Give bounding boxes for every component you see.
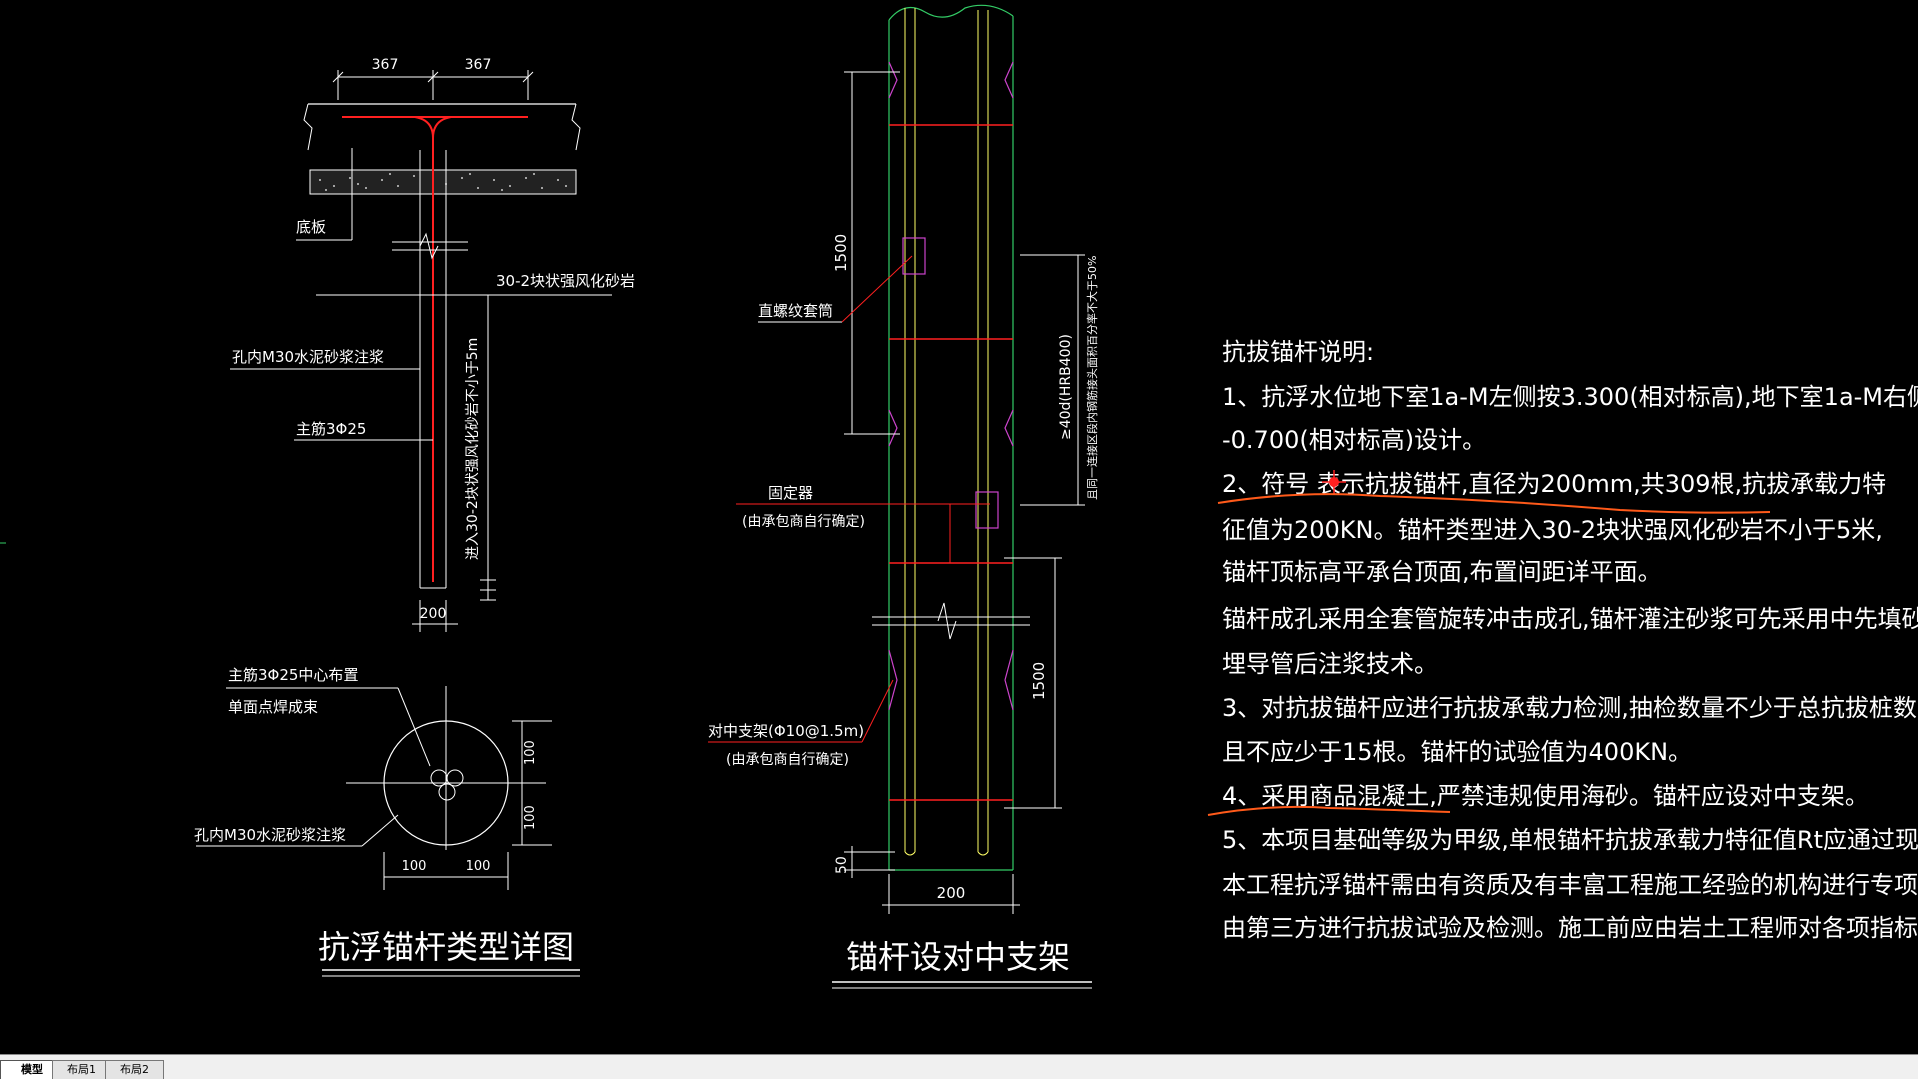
anchor-type-detail: 367 367 底板 xyxy=(194,57,635,977)
dim-200: 200 xyxy=(937,884,966,902)
notes-line-4: 征值为200KN。锚杆类型进入30-2块状强风化砂岩不小于5米, xyxy=(1222,516,1883,544)
markup-underline-2 xyxy=(1207,805,1451,816)
label-grout-section: 孔内M30水泥砂浆注浆 xyxy=(194,826,346,844)
title-centralizer-detail: 锚杆设对中支架 xyxy=(846,938,1070,976)
notes-line-6: 锚杆成孔采用全套管旋转冲击成孔,锚杆灌注砂浆可先采用中先填砂,预 xyxy=(1222,605,1918,633)
tab-layout-2[interactable]: 布局2 xyxy=(105,1060,164,1079)
dim-top-left: 367 xyxy=(372,57,399,73)
dim-top-right: 367 xyxy=(465,57,492,73)
dim-width-200: 200 xyxy=(420,606,447,622)
label-bar-center: 主筋3Φ25中心布置 xyxy=(228,666,358,684)
drawing-canvas[interactable]: 367 367 底板 xyxy=(0,0,1918,1054)
notes-line-11: 5、本项目基础等级为甲级,单根锚杆抗拔承载力特征值Rt应通过现场抗拔试验确定。 xyxy=(1222,826,1918,854)
dim-b1: 100 xyxy=(402,859,427,874)
notes-line-12: 本工程抗浮锚杆需由有资质及有丰富工程施工经验的机构进行专项施工并按相关规定 xyxy=(1222,871,1918,899)
tab-layout-1[interactable]: 布局1 xyxy=(52,1060,111,1079)
notes-line-2: -0.700(相对标高)设计。 xyxy=(1222,426,1486,454)
tab-model[interactable]: 模型 xyxy=(0,1060,58,1079)
label-embed: 进入30-2块状强风化砂岩不小于5m xyxy=(465,338,481,560)
label-grout-hole: 孔内M30水泥砂浆注浆 xyxy=(232,348,384,366)
notes-line-5: 锚杆顶标高平承台顶面,布置间距详平面。 xyxy=(1222,558,1662,586)
label-centralizer-note: (由承包商自行确定) xyxy=(726,752,849,768)
label-weld: 单面点焊成束 xyxy=(228,698,318,716)
label-centralizer: 对中支架(Φ10@1.5m) xyxy=(708,722,864,740)
label-lap: ≥40d(HRB400) xyxy=(1058,334,1074,440)
notes-line-10: 4、采用商品混凝土,严禁违规使用海砂。锚杆应设对中支架。 xyxy=(1222,782,1869,810)
notes-line-7: 埋导管后注浆技术。 xyxy=(1222,650,1438,678)
dim-b2: 100 xyxy=(466,859,491,874)
label-coupler: 直螺纹套筒 xyxy=(758,302,833,320)
label-fixer-note: (由承包商自行确定) xyxy=(742,514,865,530)
markup-underline-1 xyxy=(1217,493,1771,514)
centralizer-detail: 1500 1500 ≥40d(HRB400) 且同一连接区段内钢筋接头面积百分率… xyxy=(708,4,1099,989)
label-rock: 30-2块状强风化砂岩 xyxy=(496,272,635,290)
notes-line-8: 3、对抗拔锚杆应进行抗拔承载力检测,抽检数量不少于总抗拔桩数的5%, xyxy=(1222,694,1918,722)
notes-heading: 抗拔锚杆说明: xyxy=(1222,338,1374,366)
coupler-box xyxy=(902,237,926,275)
notes-line-1: 1、抗浮水位地下室1a-M左侧按3.300(相对标高),地下室1a-M右侧按 xyxy=(1222,383,1918,411)
title-anchor-type-detail: 抗浮锚杆类型详图 xyxy=(318,928,574,966)
dim-1500-bottom: 1500 xyxy=(1030,662,1048,700)
label-base-slab: 底板 xyxy=(296,218,326,236)
dim-r2: 100 xyxy=(523,805,538,830)
label-lap-note: 且同一连接区段内钢筋接头面积百分率不大于50% xyxy=(1085,256,1099,500)
label-fixer: 固定器 xyxy=(768,484,813,502)
dim-1500-top: 1500 xyxy=(832,234,850,272)
design-notes: 抗拔锚杆说明: 1、抗浮水位地下室1a-M左侧按3.300(相对标高),地下室1… xyxy=(1207,338,1918,942)
layout-tab-bar: 模型 布局1 布局2 xyxy=(0,1054,1918,1079)
notes-line-9: 且不应少于15根。锚杆的试验值为400KN。 xyxy=(1222,738,1692,766)
fixer-box xyxy=(975,491,999,529)
dim-50: 50 xyxy=(834,856,850,874)
cushion-hatch xyxy=(319,173,567,191)
anchor-symbol-icon xyxy=(1322,470,1346,494)
label-main-bar: 主筋3Φ25 xyxy=(296,420,366,438)
dim-r1: 100 xyxy=(523,740,538,765)
notes-line-13: 由第三方进行抗拔试验及检测。施工前应由岩土工程师对各项指标进行复核。 xyxy=(1222,914,1918,942)
